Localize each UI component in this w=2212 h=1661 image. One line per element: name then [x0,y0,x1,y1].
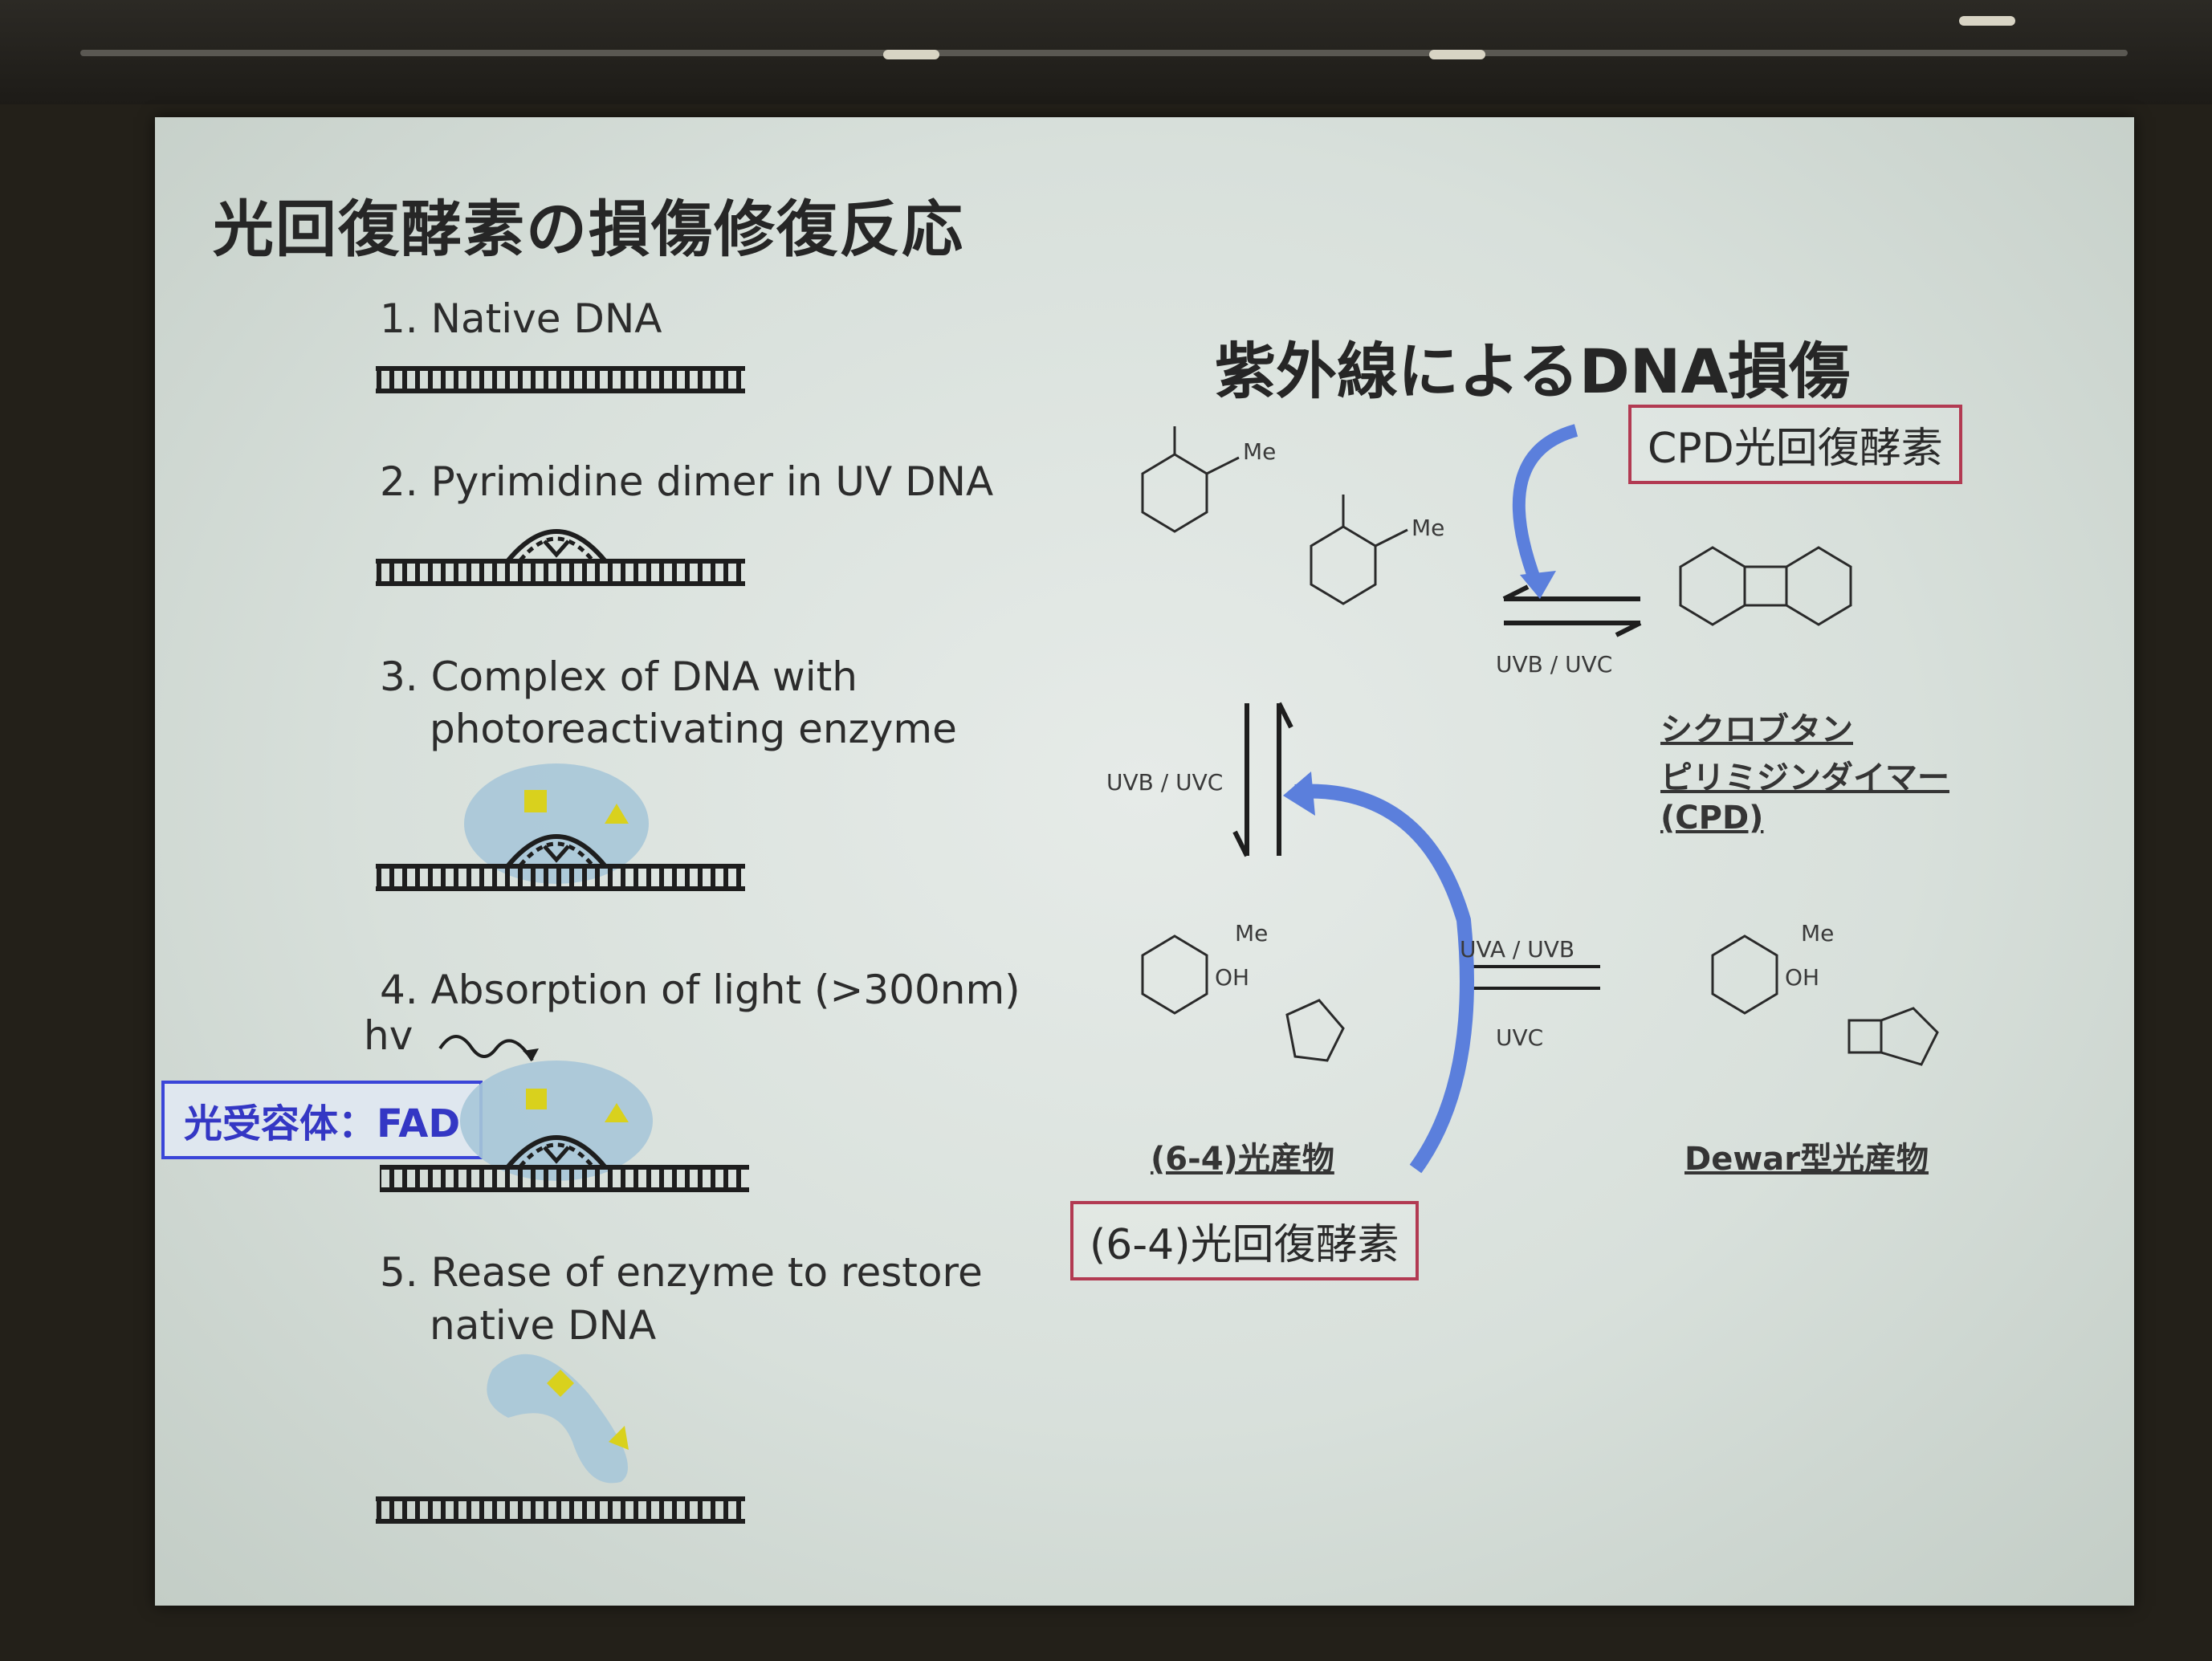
enzyme-release [376,1354,745,1524]
thymine-pair-structure [1141,426,1408,605]
cpd-name-line3: (CPD) [1660,800,1764,837]
photoreceptor-fad-label: 光受容体：FAD [161,1081,483,1159]
step-2-label: 2. Pyrimidine dimer in UV DNA [380,458,994,505]
six-four-photoproduct-structure [1141,934,1345,1062]
step-1-label: 1. Native DNA [380,295,662,342]
dewar-photoproduct-label: Dewar型光産物 [1684,1141,1929,1178]
hv-label: hv [364,1012,413,1059]
ceiling-rail [80,50,2128,56]
reaction-arrows [1232,584,1642,990]
cpd-name-line2: ピリミジンダイマー [1660,759,1949,796]
ceiling-light [883,50,939,59]
slide-title: 光回復酵素の損傷修復反応 [213,193,964,265]
dna-enzyme-complex [376,763,745,891]
step-3-label-line2: photoreactivating enzyme [430,706,957,752]
uvb-uvc-horizontal-label: UVB / UVC [1496,651,1613,678]
projected-slide: 光回復酵素の損傷修復反応 紫外線によるDNA損傷 1. Native DNA 2… [155,117,2134,1606]
methyl-label: Me [1412,515,1445,541]
hydroxyl-label: OH [1215,964,1250,991]
uvc-label: UVC [1496,1024,1544,1051]
cpd-enzyme-arrowhead [1520,571,1556,599]
ceiling-light [1959,16,2015,26]
six-four-enzyme-arrow [1294,784,1474,1174]
slide-subtitle: 紫外線によるDNA損傷 [1215,336,1851,407]
light-absorption-complex [380,1035,749,1192]
cpd-structure [1679,546,1852,626]
cpd-enzyme-arrow [1512,424,1579,585]
cpd-name-line1: シクロブタン [1660,711,1853,748]
step-4-label: 4. Absorption of light (>300nm) [380,967,1020,1013]
six-four-enzyme-arrowhead [1283,771,1315,816]
uv-damaged-dna-strand [376,529,745,586]
methyl-label: Me [1235,920,1269,947]
ceiling-light [1429,50,1485,59]
step-5-label: 5. Rease of enzyme to restore [380,1249,983,1296]
uvb-uvc-vertical-label: UVB / UVC [1106,769,1224,796]
methyl-label: Me [1801,920,1835,947]
six-four-photoproduct-label: (6-4)光産物 [1151,1141,1334,1178]
cpd-photolyase-box: CPD光回復酵素 [1628,405,1962,484]
uva-uvb-label: UVA / UVB [1460,936,1575,963]
six-four-photolyase-box: (6-4)光回復酵素 [1070,1201,1419,1280]
step-5-label-line2: native DNA [430,1302,657,1349]
step-3-label: 3. Complex of DNA with [380,653,858,700]
methyl-label: Me [1243,438,1277,465]
dewar-photoproduct-structure [1711,934,1939,1066]
native-dna-strand [376,366,745,393]
hydroxyl-label: OH [1785,964,1820,991]
ceiling [0,0,2212,104]
dna-repair-steps-diagram [376,366,1939,1524]
